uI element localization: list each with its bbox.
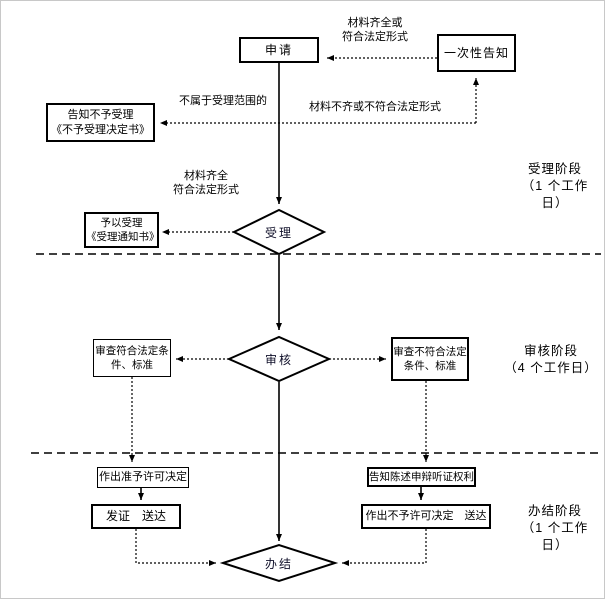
review-diamond-label: 审核 [264, 352, 293, 367]
label-out-of-scope: 不属于受理范围的 [179, 95, 267, 107]
review-pass-box: 审查符合法定条 件、标准 [93, 339, 171, 377]
stage-review-label: 审核阶段 （4 个工作日） [504, 344, 598, 375]
hearing-rights-box: 告知陈述申辩听证权利 [367, 467, 476, 487]
accept-diamond-shape [231, 208, 327, 256]
label-complete-legal: 材料齐全 符合法定形式 [173, 170, 239, 196]
apply-box: 申请 [239, 37, 319, 63]
accept-diamond-label: 受理 [264, 225, 293, 240]
issue-deliver-box: 发证 送达 [91, 504, 181, 529]
label-incomplete-or-illegal: 材料不齐或不符合法定形式 [309, 101, 441, 113]
accept-notice-box: 予以受理 《受理通知书》 [84, 212, 160, 248]
edge-deny-to-close [342, 529, 427, 566]
review-fail-box: 审查不符合法定 条件、标准 [391, 337, 469, 381]
deny-decision-box: 作出不予许可决定 送达 [361, 504, 491, 529]
close-diamond-label: 办结 [264, 556, 293, 571]
edge-issue-to-close [135, 529, 216, 566]
one-time-notice-box: 一次性告知 [437, 34, 516, 72]
label-complete-or-legal: 材料齐全或 符合法定形式 [342, 17, 408, 43]
stage-accept-label: 受理阶段 （1 个工作 日） [521, 162, 589, 210]
stage-close-label: 办结阶段 （1 个工作 日） [521, 504, 589, 552]
grant-decision-box: 作出准予许可决定 [97, 467, 189, 488]
close-diamond-shape [219, 543, 339, 583]
review-diamond-shape [226, 335, 332, 383]
reject-notice-box: 告知不予受理 《不予受理决定书》 [46, 103, 155, 142]
